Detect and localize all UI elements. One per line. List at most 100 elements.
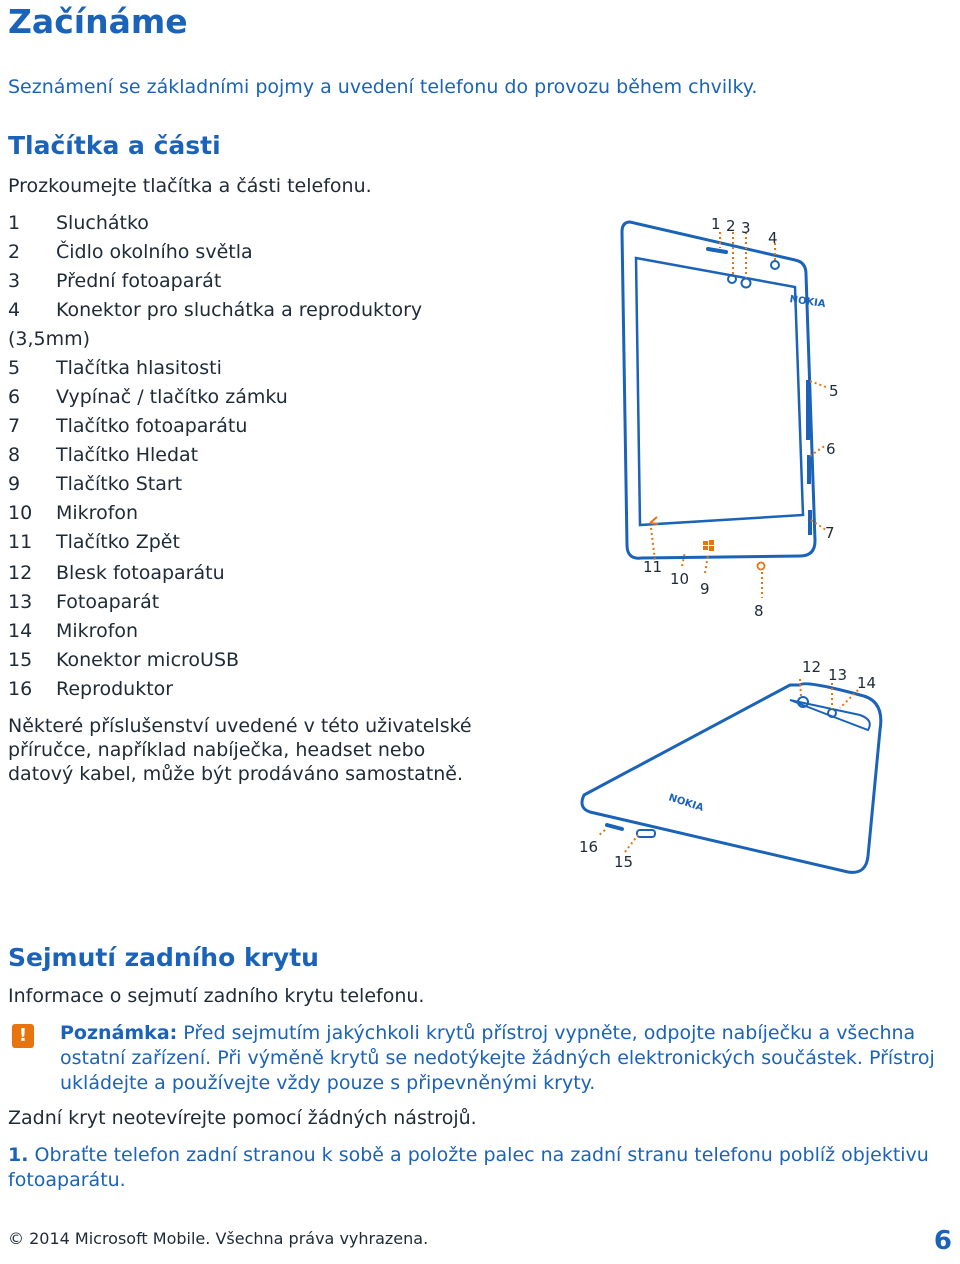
- note-block: Poznámka: Před sejmutím jakýchkoli krytů…: [60, 1021, 958, 1096]
- item-label: Tlačítko Zpět: [56, 531, 180, 553]
- callout-number: 10: [670, 570, 689, 588]
- item-number: 1: [8, 212, 21, 234]
- item-number: 14: [8, 620, 33, 642]
- list-item: 8 Tlačítko Hledat: [8, 441, 468, 470]
- callout-number: 7: [825, 524, 835, 542]
- list-item: 14 Mikrofon: [8, 617, 468, 646]
- callout-number: 15: [614, 853, 633, 871]
- callout-number: 14: [857, 674, 876, 692]
- list-item: 3 Přední fotoaparát: [8, 267, 468, 296]
- rear-camera-lens: [797, 696, 809, 708]
- item-number: 2: [8, 241, 21, 263]
- list-item: 2 Čidlo okolního světla: [8, 238, 468, 267]
- front-camera: [740, 277, 752, 289]
- item-number: 3: [8, 270, 21, 292]
- list-item: 15 Konektor microUSB: [8, 646, 468, 675]
- cover-paragraph: Zadní kryt neotevírejte pomocí žádných n…: [8, 1107, 477, 1129]
- usb-port: [636, 829, 656, 838]
- front-key-icons: [649, 516, 766, 571]
- back-key-icon: [649, 516, 659, 525]
- item-label: Tlačítko Hledat: [56, 444, 199, 466]
- item-number: 12: [8, 562, 33, 584]
- callout-number: 5: [829, 382, 839, 400]
- section-subtitle-parts: Prozkoumejte tlačítka a části telefonu.: [8, 175, 372, 197]
- note-text: Před sejmutím jakýchkoli krytů přístroj …: [60, 1022, 935, 1094]
- item-label: Konektor microUSB: [56, 649, 240, 671]
- list-item: 12 Blesk fotoaparátu: [8, 559, 468, 588]
- callout-leaders: [597, 232, 859, 853]
- callout-number: 1: [711, 215, 721, 233]
- item-number: 10: [8, 502, 33, 524]
- item-number: 5: [8, 357, 21, 379]
- item-number: 15: [8, 649, 33, 671]
- light-sensor: [727, 274, 737, 284]
- item-label: Blesk fotoaparátu: [56, 562, 225, 584]
- callout-number: 8: [754, 602, 764, 620]
- page-title: Začínáme: [8, 2, 188, 41]
- callout-number: 6: [826, 440, 836, 458]
- item-label: Mikrofon: [56, 502, 139, 524]
- item-label: Reproduktor: [56, 678, 174, 700]
- callout-number: 9: [700, 580, 710, 598]
- phone-back: [580, 682, 883, 874]
- phone-screen: [634, 256, 805, 527]
- page-number: 6: [933, 1226, 952, 1256]
- phone-front: [620, 220, 817, 560]
- item-number: 8: [8, 444, 21, 466]
- loudspeaker: [605, 823, 624, 831]
- item-number: 11: [8, 531, 33, 553]
- camera-bar: [789, 699, 871, 732]
- step-item: 1. Obraťte telefon zadní stranou k sobě …: [8, 1143, 938, 1193]
- headset-jack: [770, 260, 780, 270]
- list-item: 6 Vypínač / tlačítko zámku: [8, 383, 468, 412]
- item-number: 16: [8, 678, 33, 700]
- callout-number: 12: [802, 658, 821, 676]
- item-label: Čidlo okolního světla: [56, 241, 253, 263]
- step-number: 1.: [8, 1144, 29, 1166]
- brand-logo-back: NOKIA: [667, 792, 705, 814]
- phone-front-body: [620, 220, 817, 560]
- list-item: 16 Reproduktor: [8, 675, 468, 704]
- list-item: 9 Tlačítko Start: [8, 470, 468, 499]
- item-number: 6: [8, 386, 21, 408]
- intro-text: Seznámení se základními pojmy a uvedení …: [8, 76, 758, 98]
- callout-labels: 1 2 3 4 5 6 7 8 9 10 11 12 13 14 15 16: [579, 215, 876, 871]
- section-subtitle-cover: Informace o sejmutí zadního krytu telefo…: [8, 985, 425, 1007]
- brand-logo-front: NOKIA: [789, 294, 827, 310]
- item-label: Tlačítko Start: [56, 473, 183, 495]
- item-label: Tlačítko fotoaparátu: [56, 415, 248, 437]
- phone-back-body: [580, 682, 883, 874]
- item-number: 4: [8, 299, 21, 321]
- list-item: 7 Tlačítko fotoaparátu: [8, 412, 468, 441]
- step-text: Obraťte telefon zadní stranou k sobě a p…: [8, 1144, 929, 1191]
- accessories-note: Některé příslušenství uvedené v této uži…: [8, 715, 472, 785]
- section-heading-parts: Tlačítka a části: [8, 131, 221, 160]
- item-number: 9: [8, 473, 21, 495]
- item-number: 13: [8, 591, 33, 613]
- earpiece: [706, 247, 728, 254]
- footer-copyright: © 2014 Microsoft Mobile. Všechna práva v…: [8, 1229, 429, 1248]
- item-label: Fotoaparát: [56, 591, 160, 613]
- item-label: Vypínač / tlačítko zámku: [56, 386, 288, 408]
- item-label: Přední fotoaparát: [56, 270, 222, 292]
- start-key-icon: [703, 540, 714, 551]
- callout-number: 4: [768, 229, 778, 247]
- callout-number: 3: [741, 219, 751, 237]
- item-label: Konektor pro sluchátka a reproduktory (3…: [8, 299, 423, 350]
- search-key-icon: [756, 561, 766, 571]
- back-parts-list: 12 Blesk fotoaparátu 13 Fotoaparát 14 Mikro…: [8, 559, 468, 704]
- callout-number: 11: [643, 558, 662, 576]
- item-label: Mikrofon: [56, 620, 139, 642]
- callout-number: 16: [579, 838, 598, 856]
- callout-number: 13: [828, 666, 847, 684]
- item-number: 7: [8, 415, 21, 437]
- callout-number: 2: [726, 217, 736, 235]
- note-label: Poznámka:: [60, 1022, 178, 1044]
- warning-icon: !: [12, 1024, 34, 1048]
- section-heading-cover: Sejmutí zadního krytu: [8, 943, 319, 972]
- list-item: 13 Fotoaparát: [8, 588, 468, 617]
